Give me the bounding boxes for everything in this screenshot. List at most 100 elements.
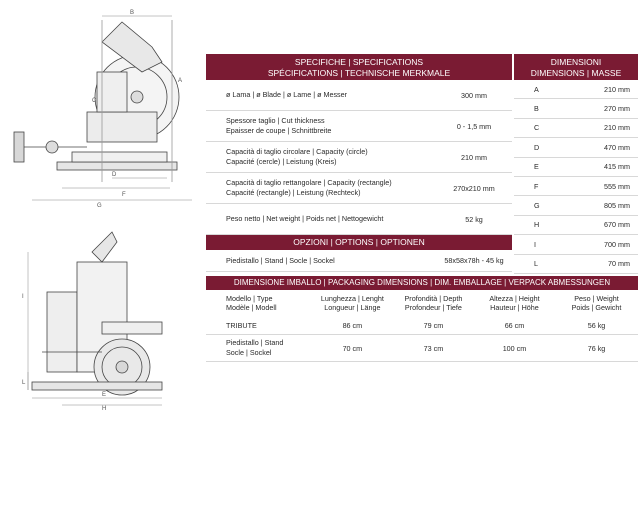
specifications-header-line1: SPECIFICHE | SPECIFICATIONS [294, 57, 424, 67]
col-line1: Altezza | Height [489, 294, 540, 303]
dimension-row: A 210 mm [514, 80, 638, 100]
packaging-height: 100 cm [502, 343, 527, 353]
spec-value: 52 kg [465, 214, 483, 224]
spec-label: Peso netto | Net weight | Poids net | Ne… [226, 214, 384, 223]
packaging-depth: 73 cm [423, 343, 444, 353]
packaging-header: DIMENSIONE IMBALLO | PACKAGING DIMENSION… [206, 276, 638, 290]
dimension-value: 415 mm [604, 162, 630, 172]
packaging-length: 86 cm [342, 320, 363, 330]
dimension-row: I 700 mm [514, 235, 638, 255]
dimensions-header-line2: DIMENSIONS | MASSE [530, 68, 622, 78]
col-line1: Modello | Type [226, 294, 273, 303]
col-line2: Longueur | Länge [324, 303, 381, 312]
spec-value: 270x210 mm [453, 183, 495, 193]
spec-row: Peso netto | Net weight | Poids net | Ne… [206, 204, 512, 235]
packaging-height: 66 cm [504, 320, 525, 330]
dimension-value: 470 mm [604, 142, 630, 152]
dim-label-g: G [97, 203, 102, 207]
dimensions-header-line1: DIMENSIONI [550, 57, 602, 67]
option-row: Piedistallo | Stand | Socle | Sockel 58x… [206, 250, 512, 272]
dimension-key: F [534, 181, 539, 191]
col-line1: Lunghezza | Lenght [320, 294, 384, 303]
dimension-row: B 270 mm [514, 99, 638, 119]
dim-label-b: B [130, 10, 134, 16]
dimension-key: H [534, 220, 540, 230]
packaging-model: Piedistallo | Stand Socle | Sockel [226, 338, 284, 357]
dimension-value: 70 mm [608, 259, 630, 269]
packaging-weight: 56 kg [587, 320, 606, 330]
dimension-row: G 805 mm [514, 196, 638, 216]
packaging-depth: 79 cm [423, 320, 444, 330]
dimension-row: D 470 mm [514, 138, 638, 158]
spec-row: ø Lama | ø Blade | ø Lame | ø Messer 300… [206, 80, 512, 111]
dimension-key: G [534, 201, 540, 211]
dimension-key: D [534, 142, 540, 152]
dimension-row: L 70 mm [514, 255, 638, 274]
col-line1: Profondità | Depth [404, 294, 463, 303]
dimension-row: F 555 mm [514, 177, 638, 197]
dimension-row: H 670 mm [514, 216, 638, 236]
dimension-value: 270 mm [604, 104, 630, 114]
packaging-length: 70 cm [342, 343, 363, 353]
spec-value: 0 - 1,5 mm [456, 121, 492, 131]
dimension-value: 210 mm [604, 123, 630, 133]
col-line1: Peso | Weight [574, 294, 619, 303]
col-line2: Poids | Gewicht [571, 303, 622, 312]
spec-row: Capacità di taglio rettangolare | Capaci… [206, 173, 512, 204]
packaging-row: TRIBUTE 86 cm 79 cm 66 cm 56 kg [206, 316, 638, 335]
dimension-row: C 210 mm [514, 119, 638, 139]
spec-label: Capacità di taglio circolare | Capacity … [226, 147, 368, 166]
specifications-header: SPECIFICHE | SPECIFICATIONS SPÉCIFICATIO… [206, 54, 512, 80]
front-view-drawing: I L E H [22, 231, 163, 412]
packaging-row: Piedistallo | Stand Socle | Sockel 70 cm… [206, 335, 638, 362]
dim-label-d: D [112, 172, 117, 178]
dimension-key: E [534, 162, 539, 172]
packaging-weight: 76 kg [587, 343, 606, 353]
dimensions-table: DIMENSIONI DIMENSIONS | MASSE A 210 mm B 2… [514, 54, 638, 274]
packaging-section: DIMENSIONE IMBALLO | PACKAGING DIMENSION… [206, 276, 638, 362]
spec-label: Capacità di taglio rettangolare | Capaci… [226, 178, 392, 197]
spec-row: Spessore taglio | Cut thickness Epaisser… [206, 111, 512, 142]
spec-label: Spessore taglio | Cut thickness Epaisser… [226, 116, 332, 135]
dim-label-l: L [22, 380, 26, 386]
packaging-model: TRIBUTE [226, 320, 257, 330]
dimension-key: C [534, 123, 540, 133]
dimensions-header: DIMENSIONI DIMENSIONS | MASSE [514, 54, 638, 80]
col-line2: Modèle | Modell [226, 303, 277, 312]
spec-value: 210 mm [461, 152, 487, 162]
col-line2: Profondeur | Tiefe [404, 303, 462, 312]
dim-label-a: A [178, 78, 182, 84]
side-view-drawing: B A C D F G [13, 10, 192, 207]
specifications-header-line2: SPÉCIFICATIONS | TECHNISCHE MERKMALE [267, 68, 451, 78]
spec-value: 300 mm [461, 90, 487, 100]
dimension-key: L [534, 259, 538, 269]
dim-label-c: C [92, 98, 97, 104]
dimension-value: 555 mm [604, 181, 630, 191]
options-header: OPZIONI | OPTIONS | OPTIONEN [206, 235, 512, 250]
dimension-value: 210 mm [604, 84, 630, 94]
dimension-value: 670 mm [604, 220, 630, 230]
dim-label-i: I [22, 294, 24, 300]
spec-label: ø Lama | ø Blade | ø Lame | ø Messer [226, 90, 348, 99]
dimension-key: A [534, 84, 539, 94]
col-line2: Hauteur | Höhe [490, 303, 539, 312]
dimension-row: E 415 mm [514, 158, 638, 177]
spec-row: Capacità di taglio circolare | Capacity … [206, 142, 512, 173]
dimension-key: I [534, 239, 536, 249]
dim-label-e: E [102, 392, 106, 398]
dimension-value: 805 mm [604, 201, 630, 211]
option-label: Piedistallo | Stand | Socle | Sockel [226, 255, 335, 265]
specifications-table: SPECIFICHE | SPECIFICATIONS SPÉCIFICATIO… [206, 54, 512, 235]
dimension-value: 700 mm [604, 239, 630, 249]
dimension-key: B [534, 104, 539, 114]
dim-label-h: H [102, 406, 106, 412]
option-value: 58x58x78h - 45 kg [444, 256, 504, 265]
options-section: OPZIONI | OPTIONS | OPTIONEN Piedistallo… [206, 235, 512, 272]
dim-label-f: F [122, 192, 126, 198]
